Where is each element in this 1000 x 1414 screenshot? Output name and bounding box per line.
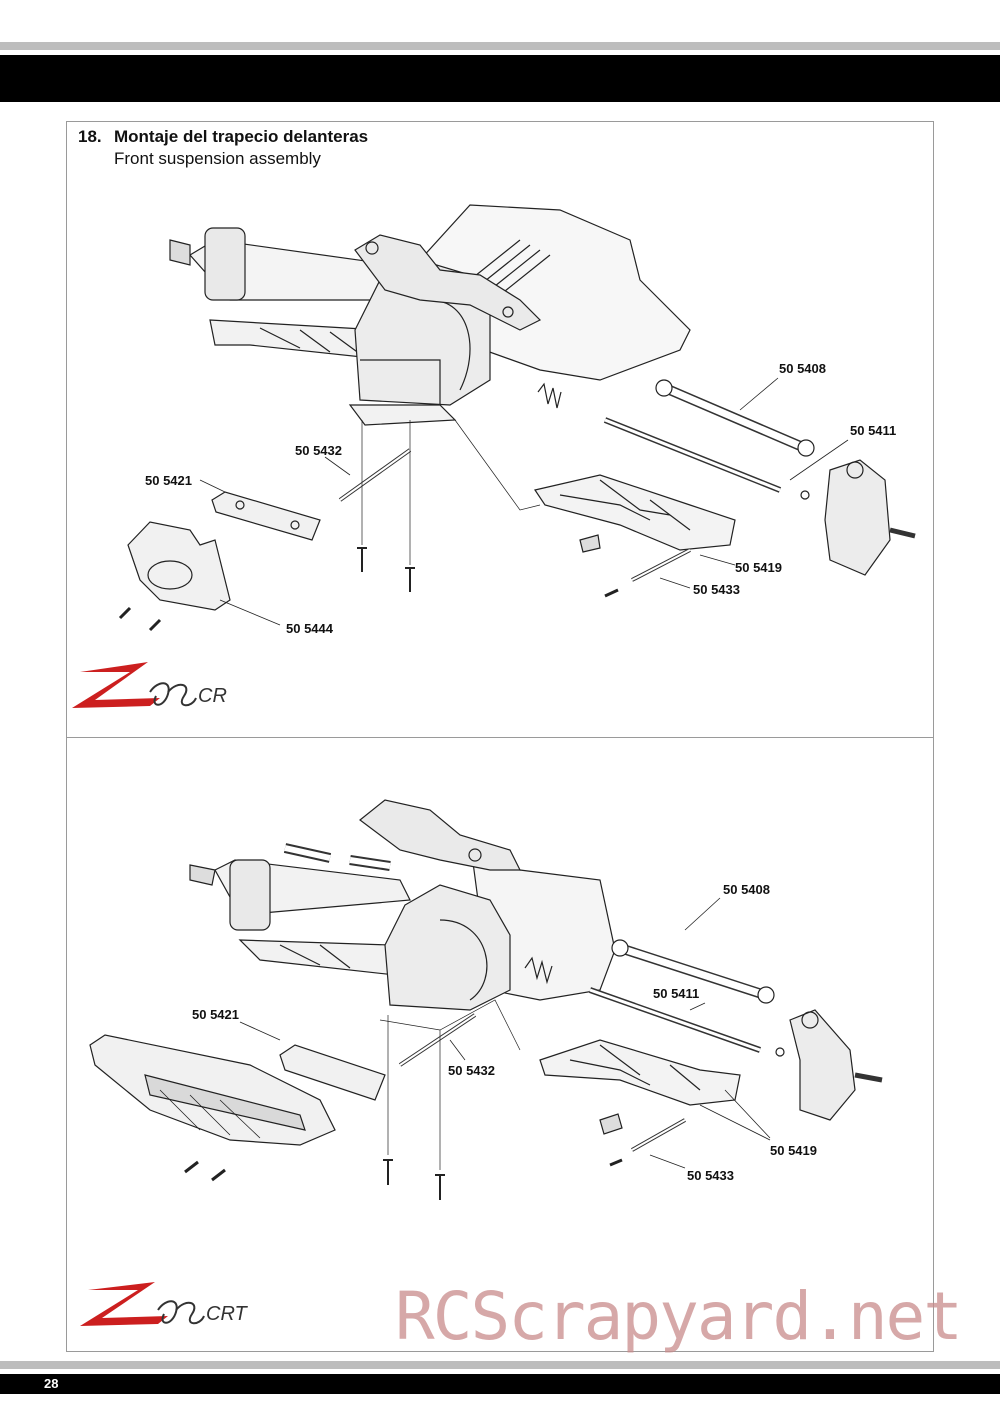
shock-tower-bottom (359, 799, 521, 871)
lower-arm-bottom (539, 1039, 741, 1106)
skid-plate (348, 404, 457, 426)
label-5432-top: 50 5432 (295, 443, 342, 458)
label-5433-bottom: 50 5433 (687, 1168, 734, 1183)
steering-knuckle-bottom (789, 1009, 856, 1121)
label-5411-bottom: 50 5411 (653, 986, 699, 1001)
bearing-carrier-left (204, 227, 246, 301)
header-bar (0, 55, 1000, 102)
logo-suffix-bottom: CRT (206, 1303, 249, 1325)
label-5411-top: 50 5411 (850, 423, 896, 438)
label-5421-top: 50 5421 (145, 473, 192, 488)
step-title: 18. Montaje del trapecio delanteras (78, 127, 368, 147)
spring-top (537, 382, 562, 409)
z18cr-logo: CR (72, 662, 227, 708)
page-number: 28 (44, 1376, 59, 1391)
panel-divider (66, 737, 934, 738)
label-5419-top: 50 5419 (735, 560, 782, 575)
label-5408-bottom: 50 5408 (723, 882, 770, 897)
footer-bar (0, 1374, 1000, 1394)
screw-1-top (357, 547, 367, 572)
label-5421-bottom: 50 5421 (192, 1007, 239, 1022)
pivot-block-top (211, 491, 321, 541)
step-title-en: Front suspension assembly (114, 149, 321, 168)
label-5419-bottom: 50 5419 (770, 1143, 817, 1158)
label-5444-top: 50 5444 (286, 621, 334, 636)
label-5432-bottom: 50 5432 (448, 1063, 495, 1078)
pivot-block-bottom (279, 1044, 386, 1101)
logo-suffix-top: CR (198, 685, 227, 707)
watermark: RCScrapyard.net (395, 1278, 963, 1355)
label-5408-top: 50 5408 (779, 361, 826, 376)
instruction-frame (66, 121, 934, 1352)
step-number: 18. (78, 127, 102, 146)
z18crt-logo: CRT (80, 1282, 249, 1326)
chassis-lower-arm (209, 319, 391, 361)
front-bumper-top (127, 521, 231, 611)
header-rule (0, 42, 1000, 50)
footer-rule (0, 1361, 1000, 1369)
label-5433-top: 50 5433 (693, 582, 740, 597)
screw-3-top (118, 588, 619, 632)
shock-tower (354, 234, 542, 331)
step-title-es: Montaje del trapecio delanteras (114, 127, 369, 146)
screw-2-top (405, 567, 415, 592)
steering-knuckle-top (824, 459, 891, 576)
gearbox-housing-bottom (384, 884, 511, 1011)
